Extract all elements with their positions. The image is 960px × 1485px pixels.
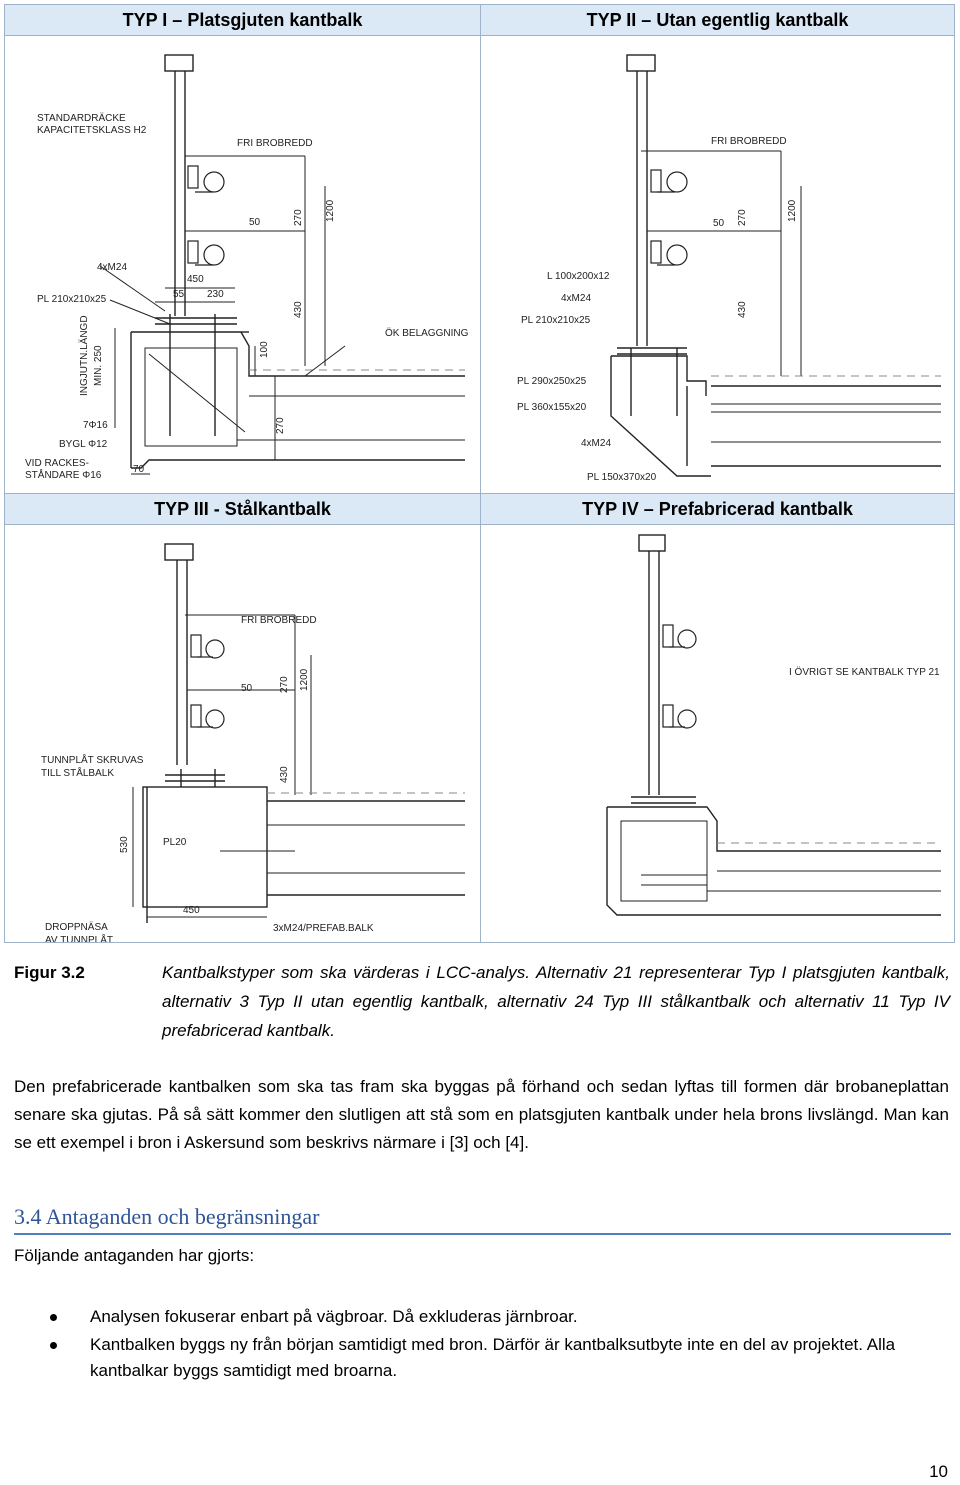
header-typ-3: TYP III - Stålkantbalk <box>5 494 480 524</box>
page-number: 10 <box>929 1462 948 1481</box>
bullet-icon <box>50 1342 57 1349</box>
label-min250: MIN. 250 <box>93 345 104 386</box>
dim-1200-2: 1200 <box>787 199 798 222</box>
rail-bolt-upper <box>187 165 225 193</box>
label-7phi16: 7Φ16 <box>83 420 108 431</box>
dim-50-2: 50 <box>713 218 725 229</box>
label-droppnasa: DROPPNÄSA <box>45 921 108 933</box>
label-pl360: PL 360x155x20 <box>517 402 587 413</box>
drawing-typ-1: STANDARDRÄCKE KAPACITETSKLASS H2 FRI BRO… <box>5 36 480 493</box>
dim-230: 230 <box>207 289 224 300</box>
figure-label: Figur 3.2 <box>14 963 85 982</box>
label-till-stalbalk: TILL STÅLBALK <box>41 766 114 779</box>
label-pl210-2: PL 210x210x25 <box>521 315 591 326</box>
dim-450: 450 <box>187 274 204 285</box>
body-paragraph: Den prefabricerade kantbalken som ska ta… <box>14 1077 949 1152</box>
label-standare: STÅNDARE Φ16 <box>25 468 102 481</box>
label-pl: PL 210x210x25 <box>37 294 107 305</box>
label-fri-brobredd-3: FRI BROBREDD <box>241 615 317 626</box>
label-pl20: PL20 <box>163 837 187 848</box>
dim-430-2: 430 <box>737 301 748 318</box>
drawing-typ-3: FRI BROBREDD 50 270 1200 TUNNPLÅT SKRUVA… <box>5 525 480 942</box>
dim-270: 270 <box>293 209 304 226</box>
label-bygl: BYGL Φ12 <box>59 439 108 450</box>
dim-270b: 270 <box>275 417 286 434</box>
dim-530: 530 <box>119 836 130 853</box>
label-vid: VID RACKES- <box>25 458 89 469</box>
header-typ-4: TYP IV – Prefabricerad kantbalk <box>481 494 954 524</box>
rail-bolt-lower <box>187 240 225 266</box>
bullet-icon <box>50 1314 57 1321</box>
label-l100: L 100x200x12 <box>547 271 610 282</box>
dim-430: 430 <box>293 301 304 318</box>
label-tunnplat: TUNNPLÅT SKRUVAS <box>41 753 144 766</box>
drawing-typ-2: FRI BROBREDD 50 270 1200 L 100x200x12 4x… <box>481 36 954 493</box>
dim-1200: 1200 <box>325 199 336 222</box>
label-ovrigt: I ÖVRIGT SE KANTBALK TYP 21 <box>789 666 940 678</box>
label-ingjutn: INGJUTN.LÄNGD <box>78 315 90 396</box>
bullet-text: Analysen fokuserar enbart på vägbroar. D… <box>90 1307 578 1326</box>
section-heading: 3.4 Antaganden och begränsningar <box>14 1204 951 1235</box>
dim-55: 55 <box>173 289 185 300</box>
dim-70: 70 <box>133 464 145 475</box>
dim-450-3: 450 <box>183 905 200 916</box>
label-kapacitet: KAPACITETSKLASS H2 <box>37 125 147 136</box>
header-typ-2: TYP II – Utan egentlig kantbalk <box>481 5 954 35</box>
label-4xm24-2b: 4xM24 <box>581 438 611 449</box>
figure-caption-text: Kantbalkstyper som ska värderas i LCC-an… <box>162 963 950 1040</box>
drawing-typ-4: I ÖVRIGT SE KANTBALK TYP 21 <box>481 525 954 942</box>
dim-100: 100 <box>259 341 270 358</box>
label-fri-brobredd-2: FRI BROBREDD <box>711 136 787 147</box>
dim-50: 50 <box>249 217 261 228</box>
dim-430-3: 430 <box>279 766 290 783</box>
dim-270-2: 270 <box>737 209 748 226</box>
label-4xm24-2a: 4xM24 <box>561 293 591 304</box>
label-av-tunnplat: AV TUNNPLÅT <box>45 933 113 942</box>
label-3xm24: 3xM24/PREFAB.BALK <box>273 923 374 934</box>
label-standard: STANDARDRÄCKE <box>37 112 126 124</box>
dim-270-3: 270 <box>279 676 290 693</box>
figure-table: TYP I – Platsgjuten kantbalk TYP II – Ut… <box>4 4 955 943</box>
label-4xm24: 4xM24 <box>97 262 127 273</box>
railing-post <box>164 54 194 316</box>
label-fri-brobredd: FRI BROBREDD <box>237 138 313 149</box>
label-pl290: PL 290x250x25 <box>517 376 587 387</box>
dim-50-3: 50 <box>241 683 253 694</box>
dim-1200-3: 1200 <box>299 668 310 691</box>
header-typ-1: TYP I – Platsgjuten kantbalk <box>5 5 480 35</box>
bullet-text: Kantbalken byggs ny från början samtidig… <box>90 1335 896 1380</box>
label-ok-belaggning: ÖK BELAGGNING <box>385 327 469 339</box>
section-intro: Följande antaganden har gjorts: <box>14 1246 255 1265</box>
label-pl150: PL 150x370x20 <box>587 472 657 483</box>
